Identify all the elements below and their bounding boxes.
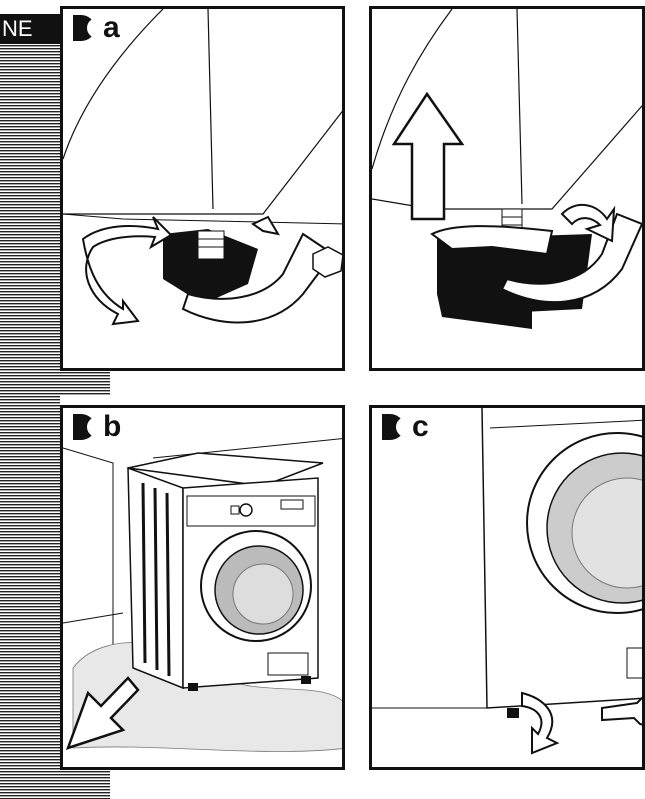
washer-placement-illustration [63,408,345,770]
section-tab: NE [0,14,60,44]
panel-top-right [369,6,645,371]
panel-label-a: a [73,15,120,41]
panel-letter: a [103,15,120,41]
washer-foot-illustration [372,408,645,770]
panel-label-b: b [73,414,121,440]
panel-letter: b [103,414,121,440]
panel-c: c [369,405,645,770]
panel-letter: c [412,414,429,440]
step-marker-icon [73,15,99,41]
foot-lift-illustration [372,9,645,371]
step-marker-icon [382,414,408,440]
panel-label-c: c [382,414,429,440]
foot-adjust-illustration [63,9,345,371]
panel-b: b [60,405,345,770]
panel-a: a [60,6,345,371]
step-marker-icon [73,414,99,440]
